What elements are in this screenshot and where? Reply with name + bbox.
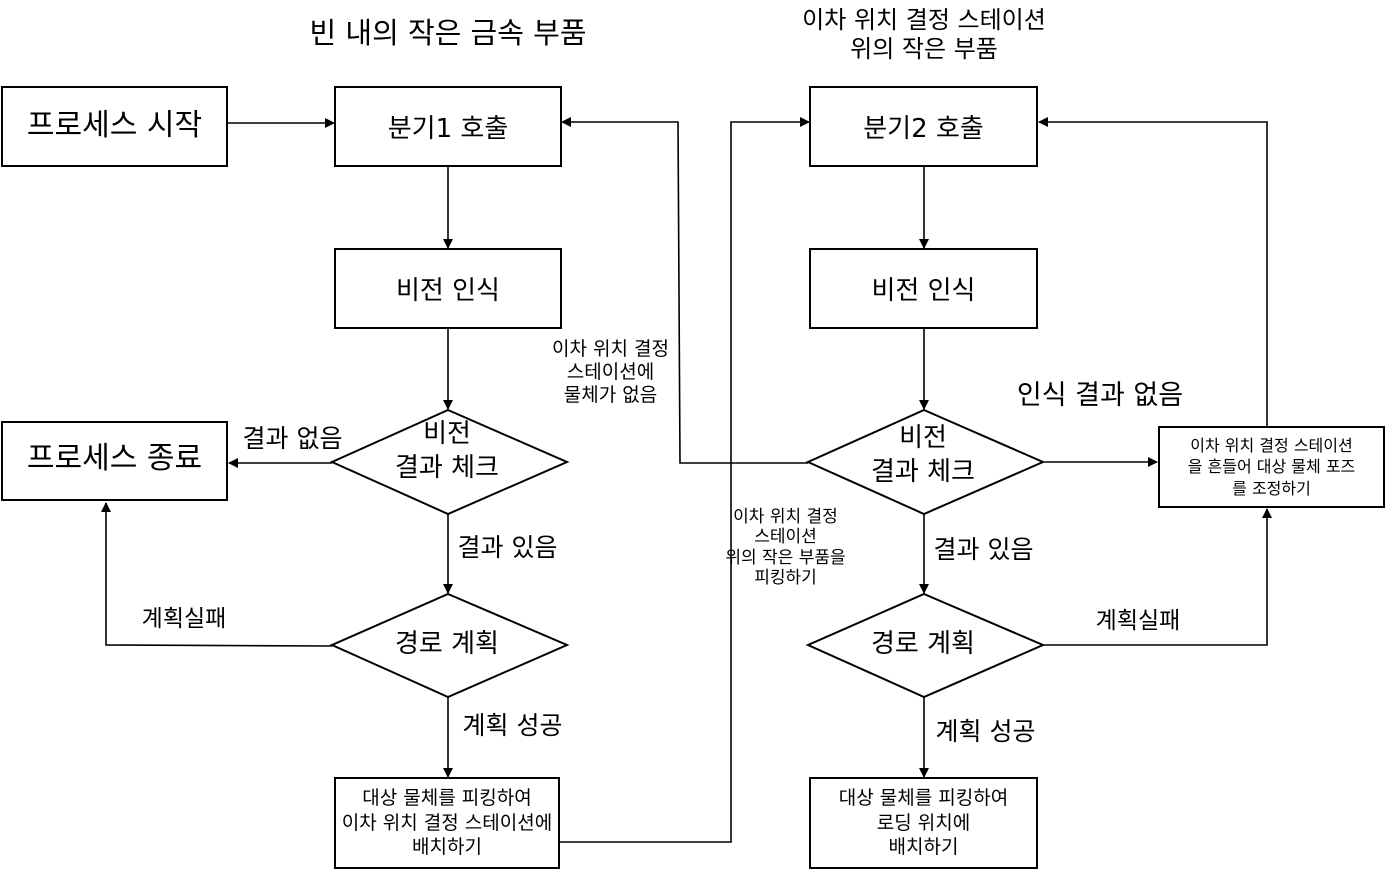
node-process-end: 프로세스 종료	[1, 421, 228, 501]
node-pick-place1: 대상 물체를 피킹하여 이차 위치 결정 스테이션에 배치하기	[334, 777, 560, 869]
decision-plan2-label: 경로 계획	[871, 629, 975, 659]
header-left: 빈 내의 작은 금속 부품	[309, 16, 587, 50]
decision-check2-shape	[805, 408, 1046, 516]
decision-plan2-shape	[805, 592, 1046, 699]
arrow-plan1-fail-to-end	[101, 502, 333, 647]
edge-label-station-empty: 이차 위치 결정 스테이션에 물체가 없음	[552, 338, 669, 406]
edge-label-no-recognition2: 인식 결과 없음	[1016, 380, 1184, 411]
node-vision1: 비전 인식	[334, 248, 562, 329]
edge-label-plan-fail1: 계획실패	[141, 606, 227, 632]
edge-label-plan-success1: 계획 성공	[462, 711, 563, 740]
edge-label-plan-success2: 계획 성공	[935, 717, 1036, 746]
decision-plan1-shape	[329, 592, 570, 699]
edge-label-plan-fail2: 계획실패	[1095, 608, 1181, 634]
node-shake-station: 이차 위치 결정 스테이션 을 흔들어 대상 물체 포즈 를 조정하기	[1158, 426, 1385, 508]
node-call-branch1-label: 분기1 호출	[387, 114, 509, 144]
node-process-start: 프로세스 시작	[1, 86, 228, 167]
node-shake-station-label: 이차 위치 결정 스테이션 을 흔들어 대상 물체 포즈 를 조정하기	[1187, 435, 1356, 498]
arrow-shake-to-branch2	[1038, 117, 1268, 427]
node-pick-place1-label: 대상 물체를 피킹하여 이차 위치 결정 스테이션에 배치하기	[341, 786, 553, 859]
edge-label-pick-on-station: 이차 위치 결정 스테이션 위의 작은 부품을 피킹하기	[725, 507, 846, 589]
decision-plan1-label: 경로 계획	[395, 629, 499, 659]
node-vision1-label: 비전 인식	[396, 276, 500, 306]
node-vision2-label: 비전 인식	[871, 276, 976, 306]
node-call-branch2-label: 분기2 호출	[863, 114, 984, 144]
decision-check1-shape	[329, 408, 570, 516]
node-call-branch2: 분기2 호출	[809, 86, 1038, 167]
decision-check1-label: 비전 결과 체크	[395, 419, 499, 483]
node-process-end-label: 프로세스 종료	[26, 441, 203, 476]
edge-label-has-result1: 결과 있음	[457, 533, 558, 562]
header-right: 이차 위치 결정 스테이션 위의 작은 부품	[802, 6, 1046, 63]
node-pick-place2: 대상 물체를 피킹하여 로딩 위치에 배치하기	[809, 777, 1038, 869]
node-pick-place2-label: 대상 물체를 피킹하여 로딩 위치에 배치하기	[838, 786, 1009, 859]
edge-label-has-result2: 결과 있음	[933, 535, 1034, 564]
edge-label-no-result1: 결과 없음	[242, 424, 343, 453]
arrow-pick1-to-branch2	[560, 117, 810, 843]
node-vision2: 비전 인식	[809, 248, 1038, 329]
arrow-plan2-fail-to-shake	[1044, 508, 1272, 646]
node-process-start-label: 프로세스 시작	[26, 108, 203, 143]
decision-check2-label: 비전 결과 체크	[871, 423, 975, 487]
arrow-check2-empty-to-branch1	[561, 117, 808, 464]
node-call-branch1: 분기1 호출	[334, 86, 562, 167]
